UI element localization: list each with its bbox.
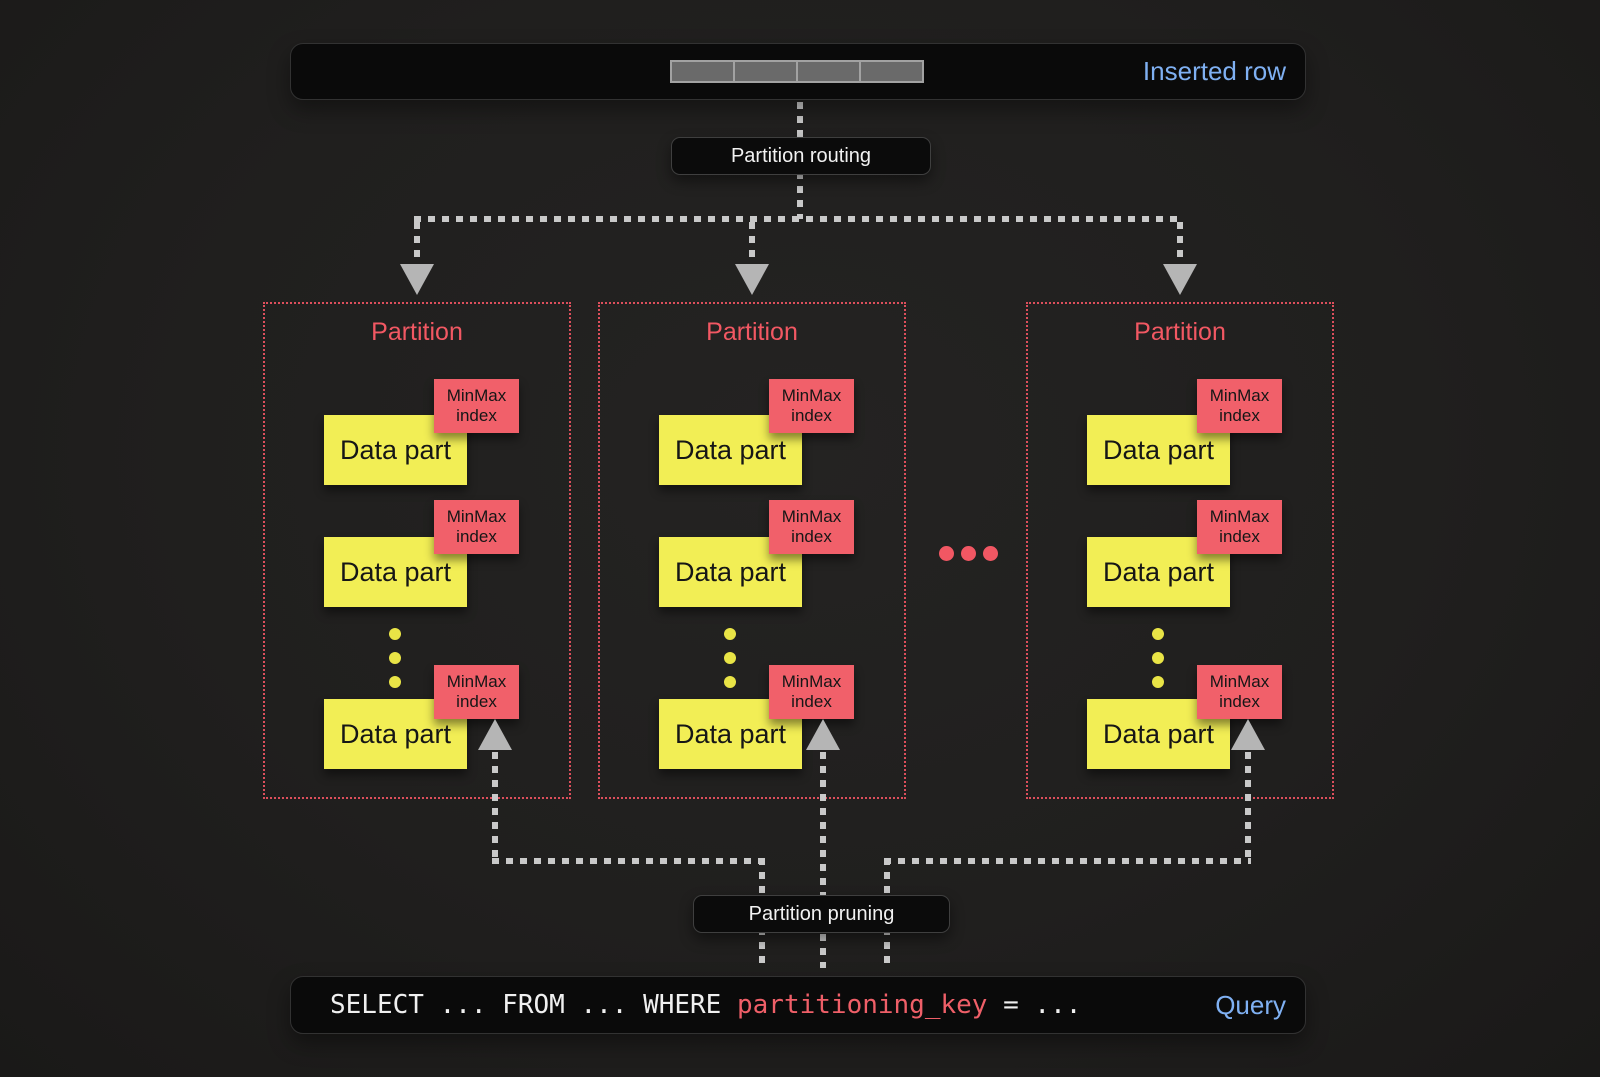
pruning-connector-right bbox=[884, 858, 1251, 864]
minmax-index-tag: MinMax index bbox=[1197, 379, 1282, 433]
partition-routing-label: Partition routing bbox=[671, 137, 931, 175]
more-parts-dot bbox=[1152, 628, 1164, 640]
minmax-index-tag: MinMax index bbox=[769, 665, 854, 719]
query-box: SELECT ... FROM ... WHERE partitioning_k… bbox=[290, 976, 1306, 1034]
sql-after: = ... bbox=[987, 990, 1082, 1020]
more-partitions-dot bbox=[961, 546, 976, 561]
more-parts-dot bbox=[389, 652, 401, 664]
query-sql-text: SELECT ... FROM ... WHERE partitioning_k… bbox=[330, 990, 1081, 1020]
partition-box: Partition MinMax index Data part MinMax … bbox=[263, 302, 571, 799]
partition-pruning-label-text: Partition pruning bbox=[748, 902, 895, 925]
routing-stub-line bbox=[749, 222, 755, 265]
minmax-index-tag: MinMax index bbox=[769, 379, 854, 433]
down-arrowhead-icon bbox=[1163, 264, 1197, 295]
query-label: Query bbox=[1215, 989, 1286, 1020]
partition-title: Partition bbox=[371, 318, 463, 346]
pruning-line-partition1 bbox=[492, 752, 498, 862]
partition-routing-label-text: Partition routing bbox=[730, 144, 872, 167]
more-parts-dot bbox=[724, 652, 736, 664]
down-arrowhead-icon bbox=[735, 264, 769, 295]
partition-pruning-label: Partition pruning bbox=[693, 895, 950, 933]
more-parts-dot bbox=[724, 628, 736, 640]
routing-branch-line bbox=[414, 216, 1180, 222]
partition-box: Partition MinMax index Data part MinMax … bbox=[598, 302, 906, 799]
minmax-index-tag: MinMax index bbox=[1197, 665, 1282, 719]
row-segment bbox=[796, 60, 861, 83]
row-segment bbox=[859, 60, 924, 83]
more-partitions-dot bbox=[939, 546, 954, 561]
row-segment bbox=[670, 60, 735, 83]
minmax-index-tag: MinMax index bbox=[434, 379, 519, 433]
down-arrowhead-icon bbox=[400, 264, 434, 295]
routing-stub-line bbox=[414, 222, 420, 265]
up-arrowhead-icon bbox=[478, 719, 512, 750]
more-parts-dot bbox=[1152, 652, 1164, 664]
sql-before: SELECT ... FROM ... WHERE bbox=[330, 990, 737, 1020]
inserted-row-label: Inserted row bbox=[1142, 56, 1286, 86]
partition-title: Partition bbox=[706, 318, 798, 346]
minmax-index-tag: MinMax index bbox=[434, 500, 519, 554]
minmax-index-tag: MinMax index bbox=[769, 500, 854, 554]
more-parts-dot bbox=[1152, 676, 1164, 688]
sql-partitioning-key: partitioning_key bbox=[737, 990, 988, 1020]
pruning-connector-left bbox=[492, 858, 768, 864]
pruning-line-partition2 bbox=[820, 752, 826, 968]
up-arrowhead-icon bbox=[1231, 719, 1265, 750]
row-segment bbox=[733, 60, 798, 83]
data-part-box: Data part bbox=[659, 415, 802, 485]
partition-title: Partition bbox=[1134, 318, 1226, 346]
up-arrowhead-icon bbox=[806, 719, 840, 750]
more-parts-dot bbox=[724, 676, 736, 688]
minmax-index-tag: MinMax index bbox=[434, 665, 519, 719]
minmax-index-tag: MinMax index bbox=[1197, 500, 1282, 554]
more-parts-dot bbox=[389, 676, 401, 688]
routing-stub-line bbox=[1177, 222, 1183, 265]
partition-box: Partition MinMax index Data part MinMax … bbox=[1026, 302, 1334, 799]
row-segments-bar bbox=[670, 60, 924, 83]
pruning-line-partition3 bbox=[1245, 752, 1251, 862]
more-partitions-dot bbox=[983, 546, 998, 561]
more-parts-dot bbox=[389, 628, 401, 640]
inserted-row-box: Inserted row bbox=[290, 43, 1306, 100]
data-part-box: Data part bbox=[1087, 699, 1230, 769]
